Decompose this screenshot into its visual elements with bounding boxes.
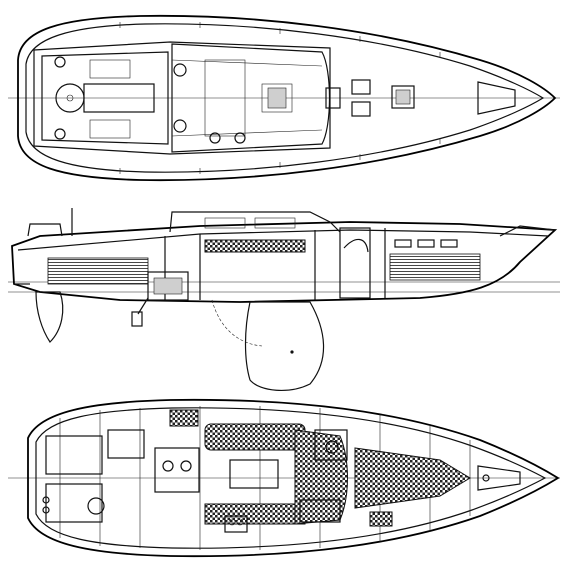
saloon-settee-stbd	[204, 503, 306, 525]
handrail-port	[171, 59, 323, 67]
forward-head	[314, 429, 348, 461]
v-berth	[354, 447, 471, 509]
coachroof-outline	[171, 43, 331, 153]
anchor-locker	[477, 81, 516, 115]
forepeak-berth-cushion	[389, 253, 481, 281]
saloon-table	[229, 459, 279, 489]
pushpit	[27, 223, 63, 237]
saloon-settee-port	[204, 423, 306, 451]
deckhouse-outline	[33, 41, 331, 155]
winch-icon	[54, 128, 66, 140]
forward-locker	[369, 511, 393, 527]
mast-section	[325, 87, 341, 109]
saloon-seat-back	[204, 239, 306, 253]
coachroof-hatch	[261, 83, 293, 113]
accommodation-plan-view	[8, 398, 560, 558]
profile-hull-outline	[11, 221, 558, 303]
handrail-stbd	[171, 129, 323, 137]
portlight	[440, 239, 458, 248]
helm-seat-stbd	[89, 119, 131, 139]
forward-hatch	[391, 85, 415, 109]
steering-wheel	[55, 83, 85, 113]
companionway-hatch	[204, 59, 246, 137]
sink-icon	[180, 460, 192, 472]
prop-shaft	[137, 297, 149, 315]
winch-icon	[173, 63, 187, 77]
inboard-profile-view	[8, 208, 560, 391]
winch-icon	[209, 132, 221, 144]
cockpit-coaming	[41, 51, 169, 145]
portlight	[417, 239, 435, 248]
deck-toe-rail	[25, 23, 545, 173]
cockpit-locker	[107, 429, 145, 459]
engine-block	[147, 271, 189, 301]
sink-icon	[162, 460, 174, 472]
fin-keel	[244, 301, 325, 391]
stove-icon	[224, 515, 248, 533]
helm-seat-port	[89, 59, 131, 79]
portlight	[394, 239, 412, 248]
aft-cabin-stbd	[45, 483, 103, 523]
hanging-locker	[169, 409, 199, 427]
foredeck-hatch	[351, 101, 371, 117]
toilet-icon	[87, 497, 105, 515]
chain-locker	[477, 465, 521, 491]
nav-table	[299, 499, 341, 523]
head-compartment	[339, 227, 371, 299]
deck-hull-outline	[17, 14, 557, 182]
galley-counter	[154, 447, 200, 493]
cabin-trunk	[169, 211, 341, 233]
winch-icon	[173, 119, 187, 133]
accom-hull-outline	[27, 398, 560, 558]
stanchions	[119, 22, 441, 174]
propeller	[131, 311, 143, 327]
deck-plan-view	[8, 14, 560, 182]
aft-berth-cushion	[47, 257, 149, 285]
aft-cabin-port	[45, 435, 103, 475]
foredeck-hatch	[351, 79, 371, 95]
rudder	[35, 291, 64, 343]
winch-icon	[234, 132, 246, 144]
toilet-icon	[325, 440, 339, 454]
winch-icon	[54, 56, 66, 68]
